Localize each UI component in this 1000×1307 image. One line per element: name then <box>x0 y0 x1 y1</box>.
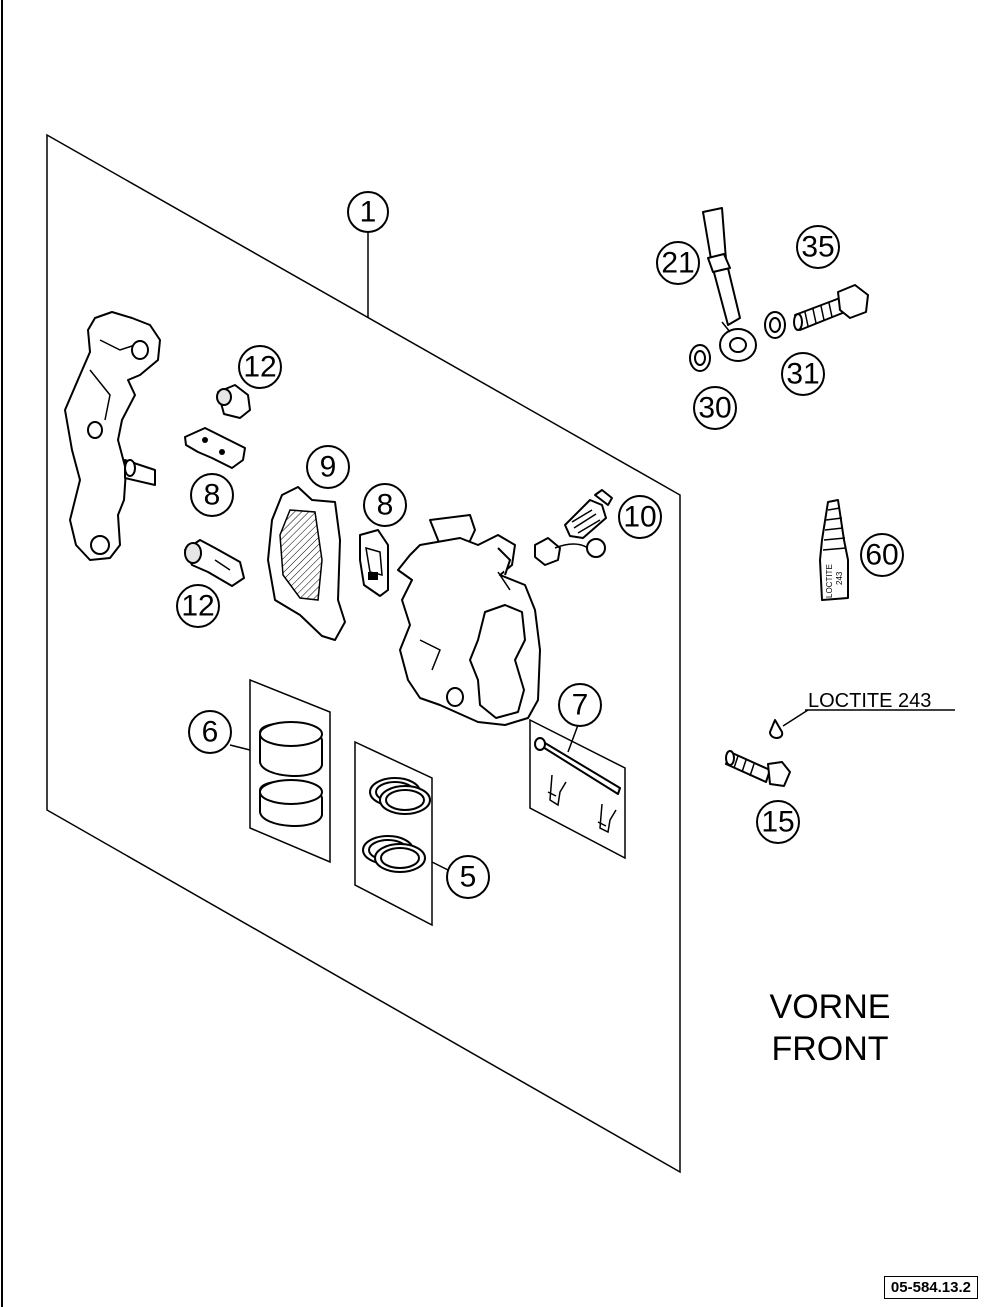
screw-15 <box>725 750 791 787</box>
pin-bolt-lower <box>184 539 245 587</box>
callout-5: 5 <box>446 855 490 899</box>
callout-15: 15 <box>756 800 800 844</box>
callout-label: 31 <box>786 358 819 391</box>
brake-line <box>702 207 757 362</box>
callout-label: 15 <box>761 806 794 839</box>
callout-30: 30 <box>693 386 737 430</box>
callout-21: 21 <box>656 241 700 285</box>
callout-label: 8 <box>377 489 394 522</box>
pistons-group <box>229 678 331 864</box>
callout-7: 7 <box>558 683 602 727</box>
reference-code: 05-584.13.2 <box>883 1276 978 1299</box>
loctite-droplet <box>769 719 784 739</box>
callout-label: 8 <box>204 479 221 512</box>
assembly-frame <box>46 133 681 1174</box>
banjo-bolt <box>793 284 869 331</box>
callout-35: 35 <box>796 225 840 269</box>
caption-line-1: VORNE <box>770 988 891 1026</box>
callout-label: 30 <box>698 392 731 425</box>
pin-bolt-upper <box>216 384 251 419</box>
pad-spring-right <box>359 529 389 597</box>
callout-8-right: 8 <box>363 483 407 527</box>
callout-label: 12 <box>181 590 214 623</box>
callout-label: 35 <box>801 231 834 264</box>
loctite-leader <box>782 709 809 727</box>
callout-label: 5 <box>460 861 477 894</box>
bottle-label-line2: 243 <box>835 571 844 585</box>
callout-label: 60 <box>865 539 898 572</box>
callout-label: 10 <box>623 501 656 534</box>
callout-label: 1 <box>360 196 377 229</box>
callout-label: 6 <box>202 716 219 749</box>
caption-line-2: FRONT <box>771 1030 888 1068</box>
callout-12-lower: 12 <box>176 584 220 628</box>
callout-10: 10 <box>618 495 662 539</box>
callout-label: 12 <box>243 351 276 384</box>
seals-group <box>354 740 449 927</box>
callout-label: 21 <box>661 247 694 280</box>
loctite-bottle: LOCTITE 243 <box>819 499 849 601</box>
pad-spring-upper <box>184 427 246 469</box>
callout-60: 60 <box>860 533 904 577</box>
caliper-body <box>397 514 541 726</box>
loctite-note: LOCTITE 243 <box>808 690 931 712</box>
callout-8-upper: 8 <box>190 473 234 517</box>
caliper-bracket <box>64 311 161 561</box>
callout-label: 9 <box>320 451 337 484</box>
bottle-label-line1: LOCTITE <box>825 564 834 598</box>
callout-1: 1 <box>347 191 389 233</box>
callout-label: 7 <box>572 689 589 722</box>
callout-9: 9 <box>306 445 350 489</box>
bleeder-valve <box>534 489 613 566</box>
callout-31: 31 <box>781 352 825 396</box>
pin-kit-group <box>529 718 626 860</box>
callout-6: 6 <box>188 710 232 754</box>
brake-pad-left <box>267 486 346 641</box>
callout-12-upper: 12 <box>238 345 282 389</box>
